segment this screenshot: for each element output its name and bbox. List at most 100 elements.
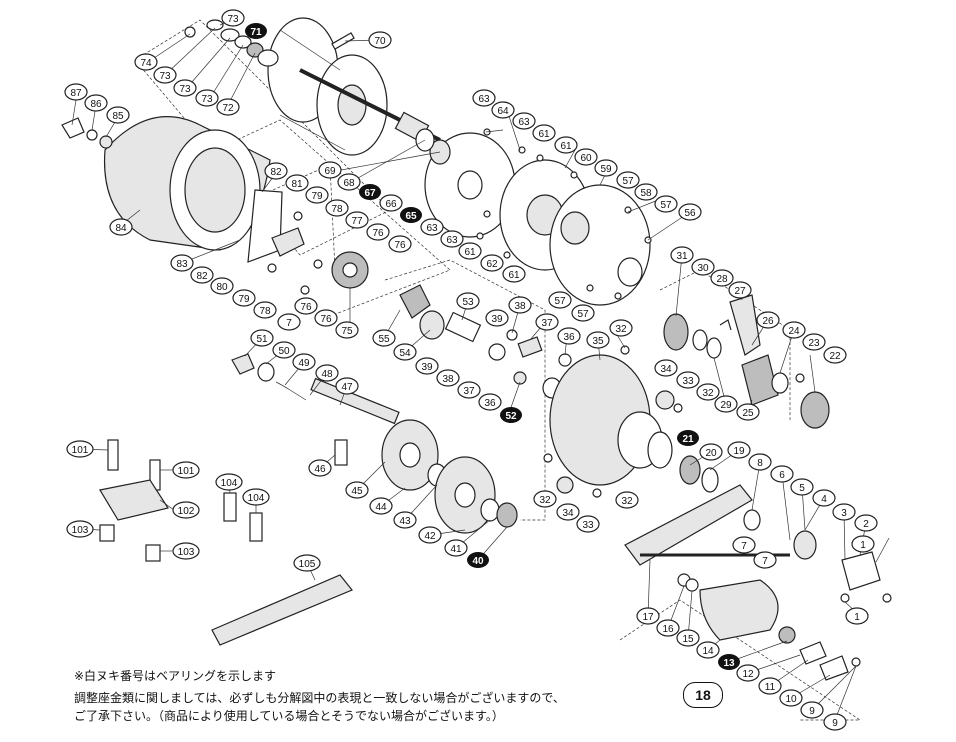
svg-text:59: 59 — [600, 164, 612, 175]
label-53: 53 — [456, 292, 480, 310]
svg-text:65: 65 — [405, 211, 417, 222]
label-54: 54 — [393, 343, 417, 361]
plate-4 — [793, 530, 817, 560]
svg-text:57: 57 — [660, 200, 672, 211]
svg-text:31: 31 — [676, 251, 688, 262]
label-104a: 104 — [215, 473, 243, 491]
clip-74 — [184, 26, 196, 38]
screw-32c — [543, 453, 553, 463]
label-3: 3 — [832, 503, 856, 521]
svg-text:7: 7 — [286, 318, 292, 329]
svg-text:76: 76 — [300, 302, 312, 313]
washer-15 — [685, 578, 699, 592]
bearing-71 — [257, 49, 279, 67]
svg-text:63: 63 — [518, 117, 530, 128]
label-73d: 73 — [195, 89, 219, 107]
svg-text:61: 61 — [538, 129, 550, 140]
svg-text:52: 52 — [505, 411, 517, 422]
label-68: 68 — [337, 173, 361, 191]
svg-text:15: 15 — [682, 634, 694, 645]
bearing-57 — [617, 257, 643, 287]
label-72: 72 — [216, 98, 240, 116]
spool-assembly — [184, 17, 441, 156]
svg-text:62: 62 — [486, 259, 498, 270]
svg-text:77: 77 — [351, 216, 363, 227]
label-bearing-65: 65 — [400, 207, 422, 223]
svg-text:36: 36 — [484, 398, 496, 409]
label-7c: 7 — [277, 313, 301, 331]
label-83: 83 — [170, 254, 194, 272]
svg-text:73: 73 — [179, 84, 191, 95]
gear-55 — [399, 284, 431, 319]
svg-text:26: 26 — [762, 316, 774, 327]
svg-text:61: 61 — [464, 247, 476, 258]
cap-10 — [819, 655, 849, 681]
label-49: 49 — [292, 353, 316, 371]
label-7b: 7 — [753, 551, 777, 569]
svg-text:67: 67 — [364, 188, 376, 199]
note-shim-disclaimer-2: ご了承下さい。（商品により使用している場合とそうでない場合がございます。） — [74, 709, 504, 723]
label-75: 75 — [335, 321, 359, 339]
spring-28 — [719, 319, 732, 331]
svg-text:73: 73 — [159, 71, 171, 82]
svg-text:21: 21 — [682, 434, 694, 445]
svg-text:34: 34 — [562, 508, 574, 519]
maingear-assembly — [231, 353, 518, 534]
gear-31 — [663, 313, 689, 351]
svg-text:56: 56 — [684, 208, 696, 219]
svg-text:105: 105 — [299, 559, 316, 570]
svg-text:76: 76 — [372, 228, 384, 239]
svg-text:25: 25 — [742, 408, 754, 419]
disc-59 — [549, 184, 651, 306]
svg-text:75: 75 — [341, 326, 353, 337]
screw-76 — [313, 259, 323, 269]
label-41: 41 — [444, 539, 468, 557]
svg-text:57: 57 — [554, 296, 566, 307]
svg-text:42: 42 — [424, 531, 436, 542]
nut-103b — [145, 544, 161, 562]
label-34b: 34 — [556, 503, 580, 521]
label-31: 31 — [670, 246, 694, 264]
svg-text:16: 16 — [662, 624, 674, 635]
svg-text:57: 57 — [622, 176, 634, 187]
label-74: 74 — [134, 53, 158, 71]
label-60: 60 — [574, 148, 598, 166]
svg-text:101: 101 — [178, 466, 195, 477]
label-34a: 34 — [654, 359, 678, 377]
svg-text:66: 66 — [385, 199, 397, 210]
label-73b: 73 — [153, 66, 177, 84]
svg-text:85: 85 — [112, 111, 124, 122]
svg-text:22: 22 — [829, 351, 841, 362]
label-63b: 63 — [512, 112, 536, 130]
svg-text:45: 45 — [351, 486, 363, 497]
label-bearing-21: 21 — [677, 430, 699, 446]
svg-text:61: 61 — [508, 270, 520, 281]
label-79b: 79 — [232, 289, 256, 307]
pinion-53 — [444, 311, 482, 343]
label-105: 105 — [293, 554, 321, 572]
label-36a: 36 — [557, 327, 581, 345]
svg-text:13: 13 — [723, 658, 735, 669]
yoke-37 — [517, 336, 543, 358]
lever-77 — [271, 227, 305, 257]
svg-text:102: 102 — [178, 506, 195, 517]
label-63c: 63 — [420, 218, 444, 236]
screw-32b — [673, 403, 683, 413]
label-78a: 78 — [325, 199, 349, 217]
label-87: 87 — [64, 83, 88, 101]
label-59: 59 — [594, 159, 618, 177]
svg-text:36: 36 — [563, 332, 575, 343]
label-56: 56 — [678, 203, 702, 221]
label-4: 4 — [812, 489, 836, 507]
label-66: 66 — [379, 194, 403, 212]
label-61b: 61 — [554, 136, 578, 154]
label-76b: 76 — [388, 235, 412, 253]
svg-text:57: 57 — [577, 309, 589, 320]
washer-50 — [257, 362, 275, 382]
label-17: 17 — [636, 607, 660, 625]
label-50: 50 — [272, 341, 296, 359]
svg-text:11: 11 — [765, 682, 776, 693]
label-7a: 7 — [732, 536, 756, 554]
svg-text:82: 82 — [196, 271, 208, 282]
label-24: 24 — [782, 321, 806, 339]
